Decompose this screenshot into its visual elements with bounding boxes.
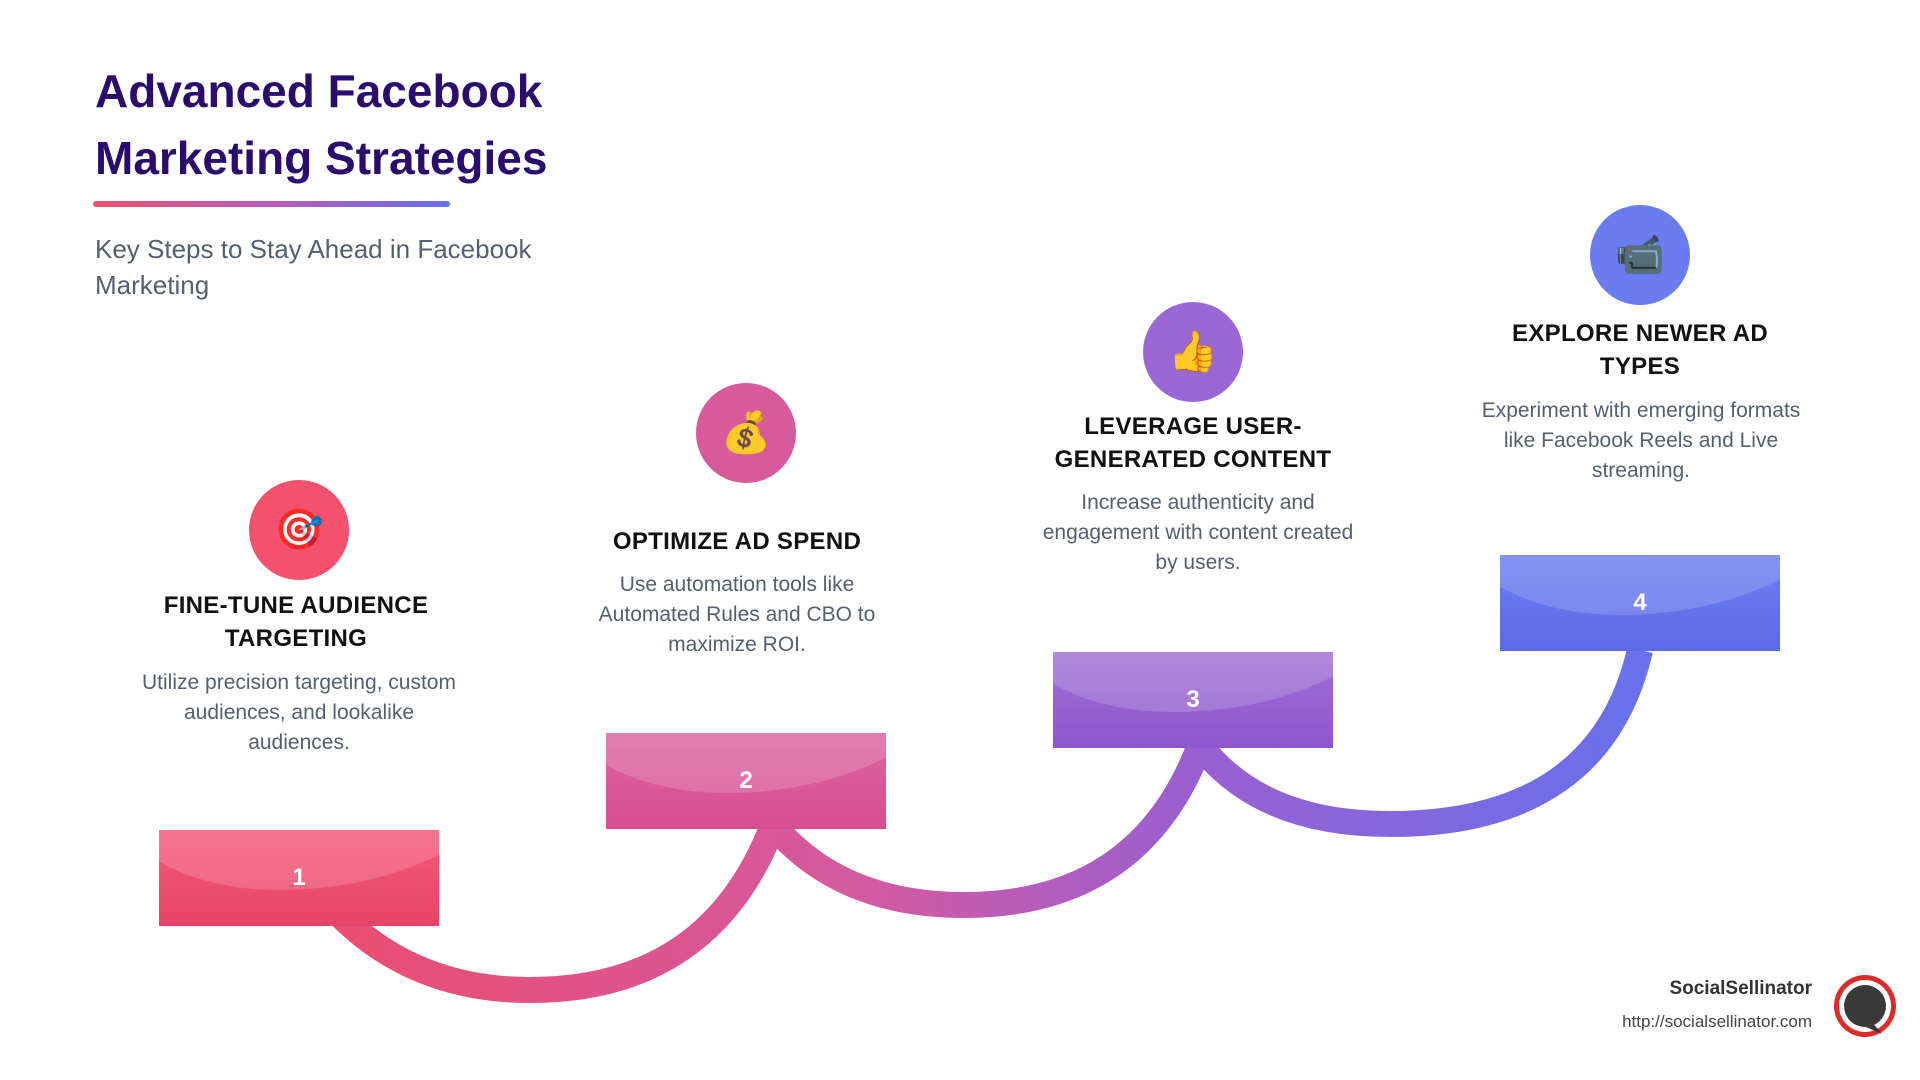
step-2-box: 2 [606,733,886,829]
page-title: Advanced Facebook Marketing Strategies [95,65,548,184]
money-bag-icon: 💰 [696,383,796,483]
step-2-description: Use automation tools like Automated Rule… [598,573,876,656]
step-2-number: 2 [739,767,753,794]
step-2-title: OPTIMIZE AD SPEND [612,528,862,555]
step-3-number: 3 [1186,686,1200,713]
target-icon: 🎯 [249,480,349,580]
step-4-description: Experiment with emerging formats like Fa… [1481,399,1801,482]
step-4-title: EXPLORE NEWER AD TYPES [1512,320,1768,380]
step-3-description: Increase authenticity and engagement wit… [1042,491,1354,574]
video-camera-icon: 📹 [1590,205,1690,305]
step-1-box: 1 [159,830,439,926]
title-underline [93,201,450,207]
thumbs-up-icon: 👍 [1143,302,1243,402]
brand-logo-icon [1834,975,1896,1037]
step-1-description: Utilize precision targeting, custom audi… [142,671,456,754]
step-4-number: 4 [1633,589,1647,616]
brand-url: http://socialsellinator.com [1622,1012,1812,1031]
step-4-box: 4 [1500,555,1780,651]
page-subtitle: Key Steps to Stay Ahead in Facebook Mark… [95,234,532,300]
step-1-number: 1 [292,864,306,891]
step-3-title: LEVERAGE USER-GENERATED CONTENT [1054,413,1332,473]
brand-name: SocialSellinator [1669,978,1812,999]
step-1-title: FINE-TUNE AUDIENCE TARGETING [163,592,429,652]
step-3-box: 3 [1053,652,1333,748]
